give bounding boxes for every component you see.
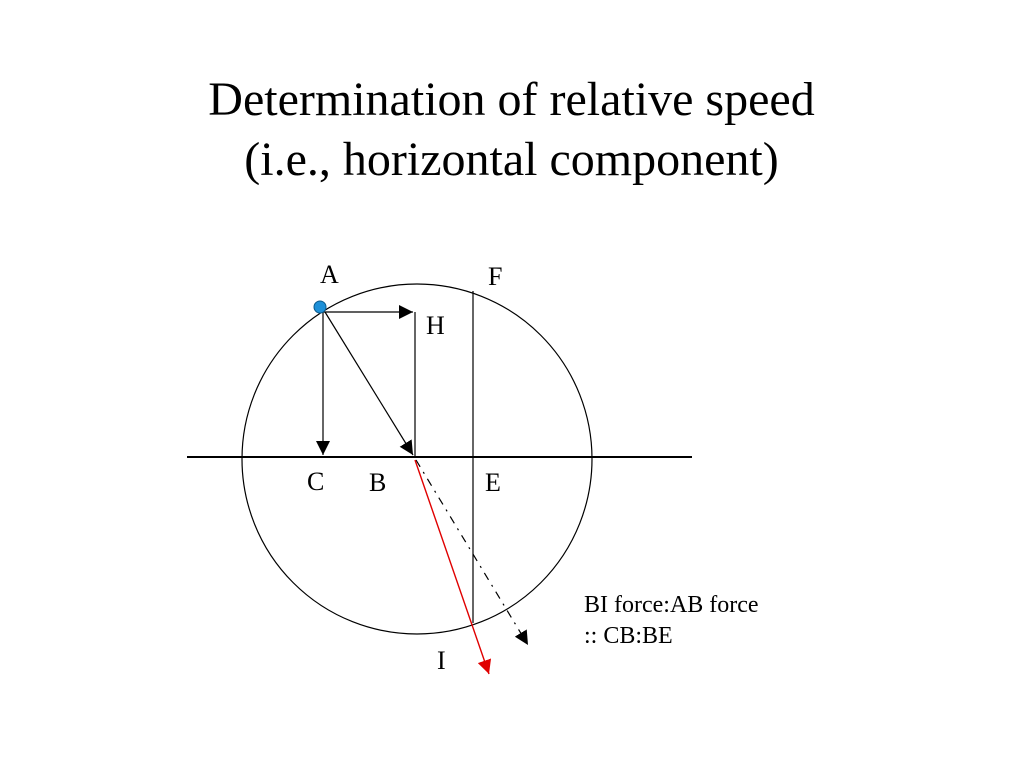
slide-title: Determination of relative speed (i.e., h… xyxy=(0,70,1023,190)
label-c: C xyxy=(307,467,324,496)
label-b: B xyxy=(369,468,386,497)
label-h: H xyxy=(426,311,445,340)
arrow-a-b xyxy=(324,311,414,456)
caption-line-1: BI force:AB force xyxy=(584,592,759,618)
ratio-caption: BI force:AB force :: CB:BE xyxy=(584,590,759,652)
title-line-1: Determination of relative speed xyxy=(208,73,815,126)
unrefracted-path xyxy=(415,459,529,646)
title-line-2: (i.e., horizontal component) xyxy=(244,133,779,186)
label-f: F xyxy=(488,262,502,291)
caption-line-2: :: CB:BE xyxy=(584,623,673,649)
label-i: I xyxy=(437,646,446,675)
label-a: A xyxy=(320,260,339,289)
refracted-ray-b-i xyxy=(414,459,492,675)
label-e: E xyxy=(485,468,501,497)
circle xyxy=(241,283,593,635)
point-a-marker xyxy=(313,300,327,314)
